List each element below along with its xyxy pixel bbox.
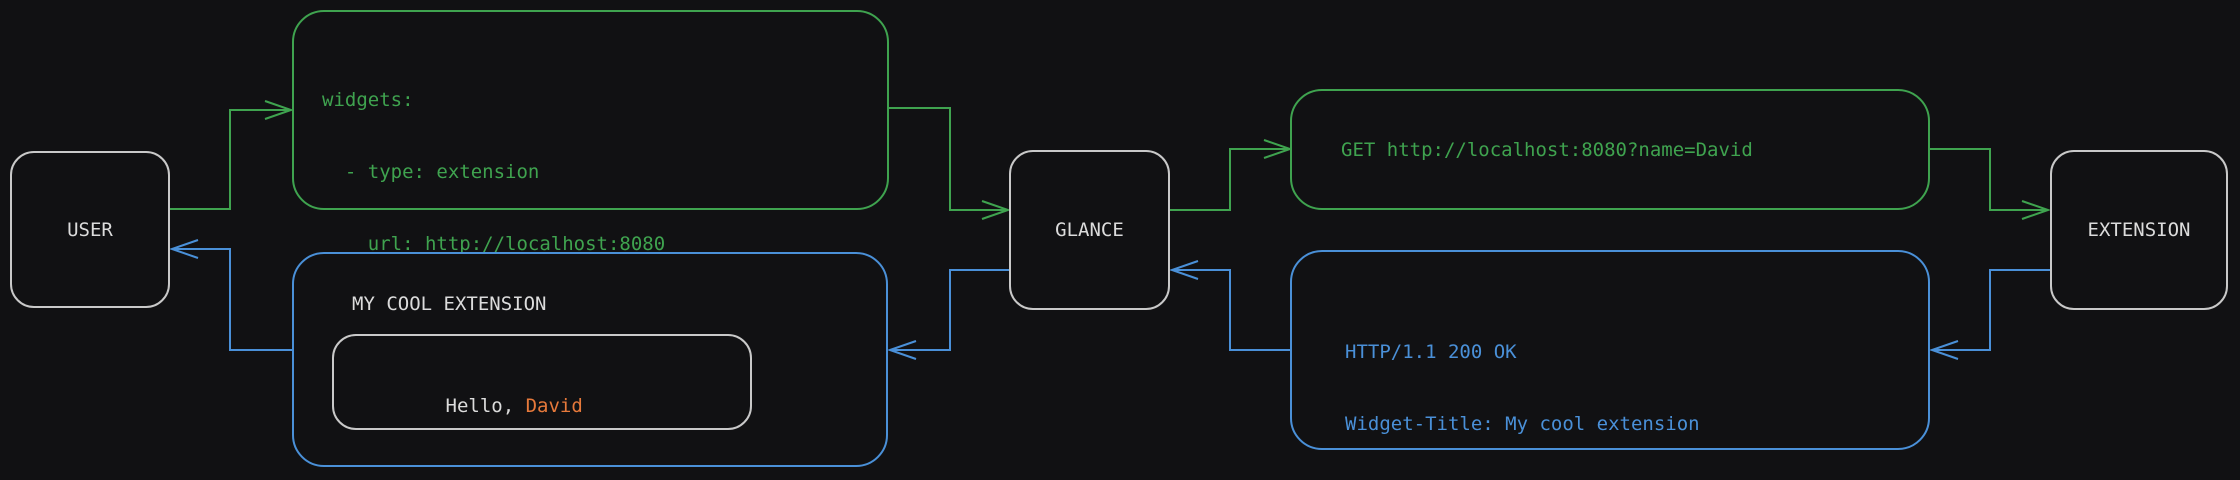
connector-widget-to-user [174, 248, 292, 351]
rendered-widget-box: MY COOL EXTENSION Hello, David [292, 252, 888, 467]
user-node: USER [10, 151, 170, 308]
arrowhead-icon [2021, 200, 2052, 220]
arrowhead-icon [1928, 340, 1959, 360]
arrowhead-icon [264, 100, 295, 120]
connector-glance-to-widget [892, 269, 1009, 351]
widget-greeting-box: Hello, David [332, 334, 752, 430]
connector-response-to-glance [1174, 269, 1290, 351]
widget-title: MY COOL EXTENSION [352, 293, 547, 315]
connector-extension-to-response [1934, 269, 2050, 351]
glance-node-label: GLANCE [1055, 219, 1124, 241]
user-node-label: USER [67, 218, 113, 241]
arrowhead-icon [1168, 260, 1199, 280]
http-response-code: HTTP/1.1 200 OK Widget-Title: My cool ex… [1345, 292, 1883, 480]
code-line: Widget-Title: My cool extension [1345, 413, 1700, 435]
arrowhead-icon [886, 340, 917, 360]
arrowhead-icon [1263, 139, 1294, 159]
code-line: - type: extension [322, 161, 540, 183]
connector-glance-to-request [1170, 148, 1288, 211]
config-yaml-box: widgets: - type: extension url: http://l… [292, 10, 889, 471]
connector-request-to-extension [1930, 148, 2047, 211]
connector-config-to-glance [889, 107, 1007, 211]
glance-node: GLANCE [1009, 150, 1170, 310]
http-request-line: GET http://localhost:8080?name=David [1341, 138, 1753, 161]
http-request-box: GET http://localhost:8080?name=David [1290, 89, 1930, 210]
widget-greeting-text: Hello, David [354, 370, 583, 442]
extension-node: EXTENSION [2050, 150, 2228, 310]
extension-node-label: EXTENSION [2087, 219, 2191, 241]
http-response-box: HTTP/1.1 200 OK Widget-Title: My cool ex… [1290, 250, 1930, 450]
arrowhead-icon [168, 239, 199, 259]
code-line: HTTP/1.1 200 OK [1345, 341, 1517, 363]
arrowhead-icon [981, 200, 1012, 220]
code-line: widgets: [322, 89, 414, 111]
code-line: url: http://localhost:8080 [322, 233, 666, 255]
greeting-prefix: Hello, [445, 395, 526, 417]
connector-user-to-config [170, 109, 290, 210]
greeting-name: David [525, 395, 583, 417]
